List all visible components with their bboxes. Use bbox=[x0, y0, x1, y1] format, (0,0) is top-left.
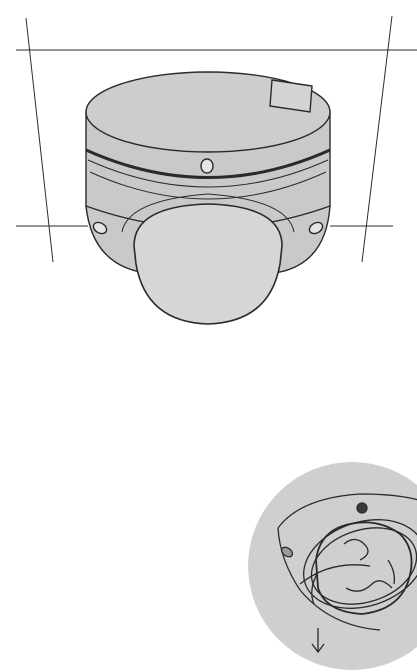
right-screw bbox=[308, 221, 324, 235]
detail-left-screw bbox=[280, 546, 294, 558]
detail-housing-edge bbox=[277, 493, 417, 529]
top-screw bbox=[200, 158, 214, 174]
detail-bezel-inner bbox=[310, 527, 417, 605]
dome-bezel bbox=[121, 193, 295, 233]
film-pull-edge bbox=[299, 564, 371, 585]
detail-top-screw bbox=[356, 502, 368, 514]
dome-cover-detail bbox=[248, 462, 417, 670]
housing-ring-inner bbox=[87, 159, 329, 188]
protective-film bbox=[315, 521, 413, 615]
arrow-down-icon bbox=[311, 628, 325, 654]
detail-housing-rim bbox=[277, 527, 381, 631]
film-crease-2 bbox=[345, 580, 393, 592]
camera-top-cap bbox=[85, 71, 331, 153]
detail-background bbox=[248, 462, 417, 670]
mounting-guide-lines bbox=[16, 15, 417, 263]
housing-ring-lower bbox=[89, 171, 327, 200]
housing-ring bbox=[85, 148, 331, 179]
film-crease-1 bbox=[343, 538, 369, 561]
left-screw bbox=[92, 221, 108, 235]
junction-box bbox=[269, 79, 313, 113]
right-vertical-guide bbox=[361, 15, 393, 263]
film-crease-3 bbox=[387, 559, 396, 585]
film-pull-strand bbox=[311, 571, 319, 605]
left-vertical-guide bbox=[25, 17, 54, 263]
dome-camera bbox=[85, 71, 331, 325]
camera-dome bbox=[133, 203, 283, 325]
